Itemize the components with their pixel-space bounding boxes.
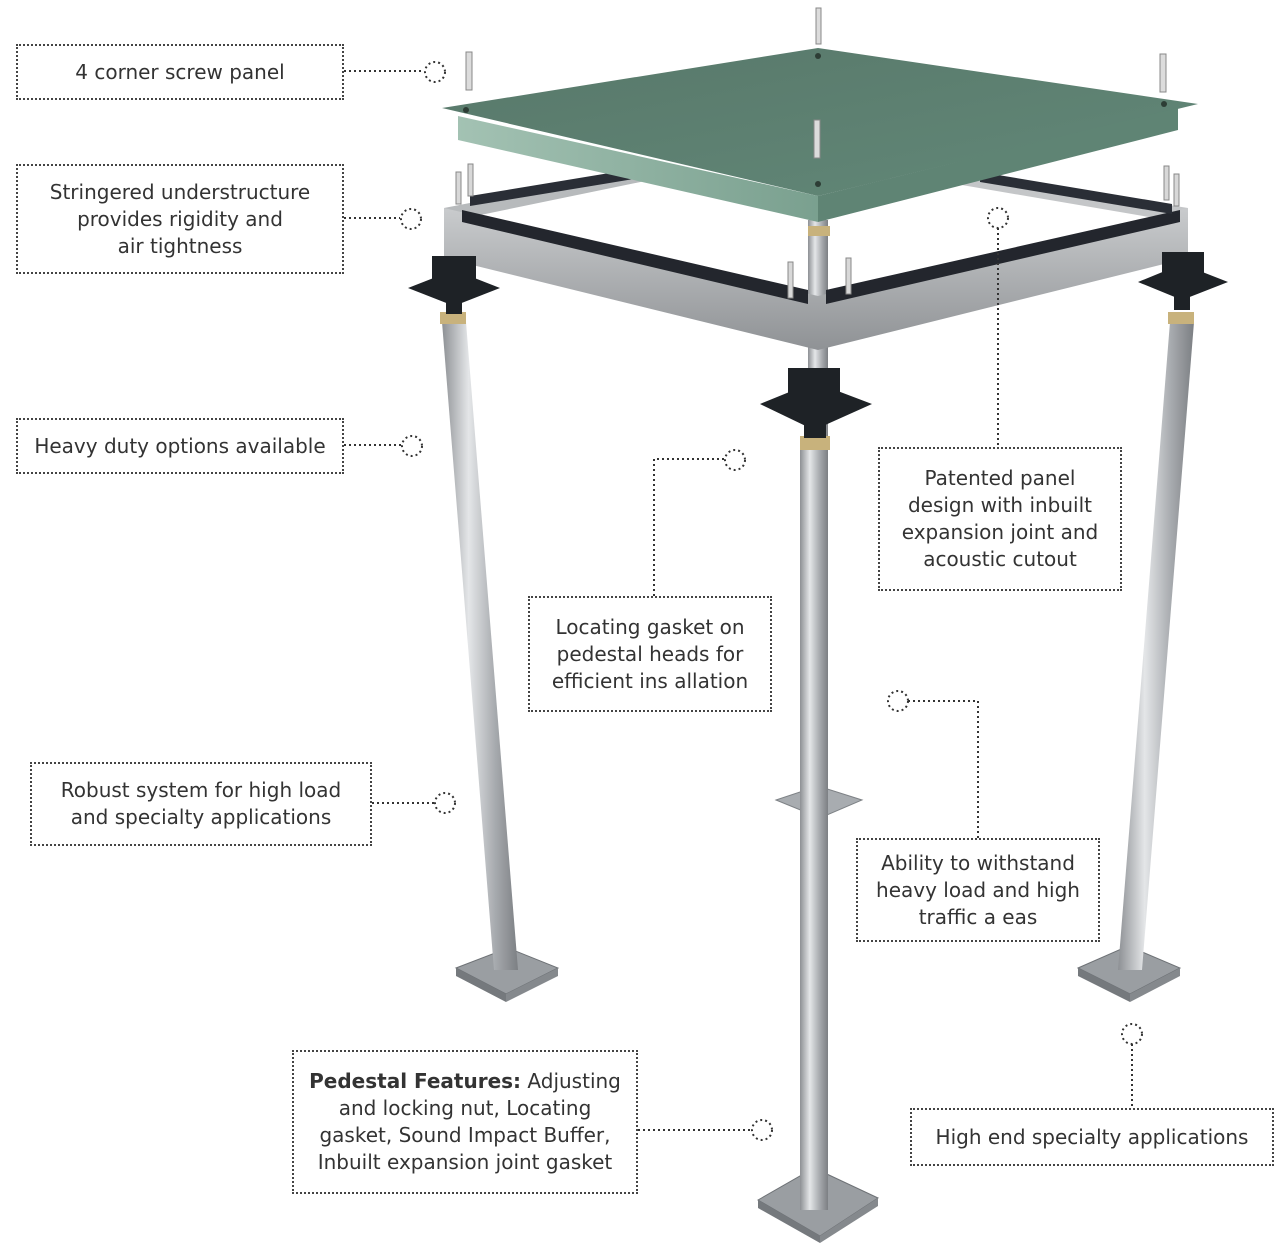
panel-screws [465, 7, 1167, 159]
pedestal-features-body: Adjusting and locking nut, Locating gask… [317, 1069, 621, 1174]
callout-text: Robust system for high load and specialt… [60, 778, 342, 829]
marker-circle [987, 207, 1009, 229]
callout-text: Pedestal Features: Adjusting and locking… [309, 1068, 621, 1176]
pedestal-pole-right [1118, 322, 1194, 970]
callout-text: High end specialty applications [935, 1124, 1249, 1149]
marker-circle [400, 208, 422, 230]
callout-pedestal-features: Pedestal Features: Adjusting and locking… [292, 1050, 638, 1194]
pedestal-head-front [760, 368, 872, 438]
marker-circle [1121, 1023, 1143, 1045]
callout-locating-gasket: Locating gasket on pedestal heads for ef… [528, 596, 772, 712]
marker-circle [751, 1119, 773, 1141]
pedestal-head-left [408, 256, 500, 314]
gasket-right [1168, 312, 1194, 324]
gasket-front [800, 436, 830, 450]
callout-text: Locating gasket on pedestal heads for ef… [551, 614, 749, 693]
pedestal-head-right [1138, 252, 1228, 310]
gasket-left [440, 312, 466, 324]
gasket-back [808, 226, 830, 236]
marker-circle [424, 61, 446, 83]
callout-text: 4 corner screw panel [75, 59, 285, 84]
callout-text: Ability to withstand heavy load and high… [876, 850, 1080, 929]
marker-circle [401, 435, 423, 457]
pedestal-pole-left [442, 322, 518, 970]
callout-text: Heavy duty options available [34, 433, 326, 458]
pedestal-features-title: Pedestal Features: [309, 1069, 522, 1093]
frame-screws [455, 163, 1180, 299]
marker-circle [434, 792, 456, 814]
callout-withstand-load: Ability to withstand heavy load and high… [856, 838, 1100, 942]
callout-text: Stringered understructure provides rigid… [49, 179, 311, 258]
callout-corner-screw-panel: 4 corner screw panel [16, 44, 344, 100]
marker-circle [724, 449, 746, 471]
callout-heavy-duty: Heavy duty options available [16, 418, 344, 474]
callout-text: Patented panel design with inbuilt expan… [901, 466, 1099, 571]
callout-high-end: High end specialty applications [910, 1108, 1274, 1166]
pedestal-pole-front [800, 450, 828, 1210]
callout-robust-system: Robust system for high load and specialt… [30, 762, 372, 846]
base-plate-left [454, 947, 560, 1002]
leader-lines [344, 70, 1133, 1131]
callout-patented-panel: Patented panel design with inbuilt expan… [878, 447, 1122, 591]
callout-markers [400, 61, 1143, 1141]
marker-circle [887, 690, 909, 712]
callout-stringered-understructure: Stringered understructure provides rigid… [16, 164, 344, 274]
stringer-frame [444, 168, 1188, 350]
